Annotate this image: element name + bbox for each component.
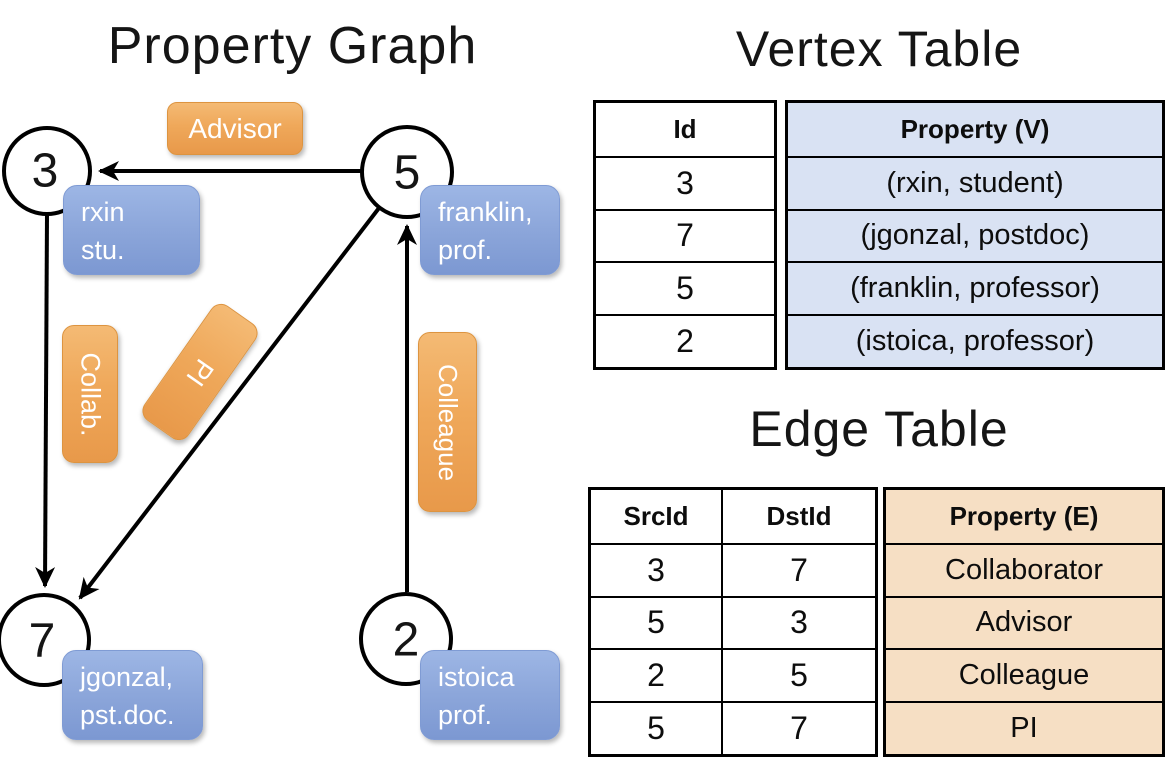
edge-table-srcid-cell: 3 xyxy=(591,542,723,596)
edge-table-srcid-cell: 2 xyxy=(591,648,723,702)
edge-label-advisor-text: Advisor xyxy=(188,112,282,144)
node-7-property-line1: jgonzal, xyxy=(80,662,174,692)
edge-table-srcid-cell: 5 xyxy=(591,701,723,754)
edge-label-collab-text: Collab. xyxy=(75,351,106,437)
edge-table-srcid-header: SrcId xyxy=(591,490,723,543)
node-5-property-line2: prof. xyxy=(438,235,493,265)
vertex-table-title: Vertex Table xyxy=(735,21,1023,77)
edge-table-title: Edge Table xyxy=(749,401,1009,457)
node-5-id: 5 xyxy=(394,147,421,200)
edge-table-dstid-cell: 7 xyxy=(723,701,875,754)
graph-canvas: 3 5 7 2 xyxy=(0,125,454,687)
vertex-table-id-cell: 5 xyxy=(596,261,774,314)
vertex-table-property-column: Property (V) (rxin, student) (jgonzal, p… xyxy=(785,100,1165,370)
node-2-id: 2 xyxy=(393,614,420,667)
node-7-property-label: jgonzal, pst.doc. xyxy=(62,650,203,740)
node-3-property-label: rxin stu. xyxy=(63,185,200,275)
edge-table-dstid-cell: 7 xyxy=(723,542,875,596)
node-2-property-line1: istoica xyxy=(438,662,515,692)
node-3-property-line1: rxin xyxy=(81,197,125,227)
edge-table-dstid-header: DstId xyxy=(766,500,832,531)
edge-label-collab: Collab. xyxy=(62,325,118,463)
edge-table-property-cell: Advisor xyxy=(886,595,1162,649)
vertex-table-id-header: Id xyxy=(673,113,697,144)
node-3-property-line2: stu. xyxy=(81,235,125,265)
edge-label-colleague: Colleague xyxy=(418,332,477,512)
node-3-id: 3 xyxy=(32,145,59,198)
node-5-property-label: franklin, prof. xyxy=(420,185,560,275)
node-2-property-label: istoica prof. xyxy=(420,650,560,740)
edge-label-colleague-text: Colleague xyxy=(433,363,463,481)
node-7-property-line2: pst.doc. xyxy=(80,700,175,730)
vertex-table-property-cell: (jgonzal, postdoc) xyxy=(788,208,1162,262)
node-7-id: 7 xyxy=(29,615,56,668)
edge-table-property-cell: PI xyxy=(886,701,1162,754)
edge-3-to-7-collab xyxy=(35,213,56,588)
edge-5-to-7-pi xyxy=(78,206,381,600)
vertex-table-id-cell: 3 xyxy=(596,155,774,209)
edge-table-property-cell: Colleague xyxy=(886,648,1162,701)
edge-label-advisor: Advisor xyxy=(167,102,303,155)
vertex-table-id-cell: 2 xyxy=(596,314,774,367)
node-2-property-line2: prof. xyxy=(438,700,493,730)
vertex-table-id-cell: 7 xyxy=(596,208,774,262)
edge-table-property-column: Property (E) Collaborator Advisor Collea… xyxy=(883,487,1165,757)
edge-table-dstid-cell: 5 xyxy=(723,648,875,701)
edge-table-dstid-cell: 3 xyxy=(723,595,875,649)
vertex-table-property-header: Property (V) xyxy=(900,113,1050,144)
edge-label-pi-text: PI xyxy=(180,353,221,392)
edge-table-property-header: Property (E) xyxy=(949,500,1099,531)
vertex-table-property-cell: (rxin, student) xyxy=(788,155,1162,209)
vertex-table-property-cell: (franklin, professor) xyxy=(788,261,1162,314)
edge-table-srcid-cell: 5 xyxy=(591,595,723,649)
edge-table-id-columns: SrcId DstId 3 7 5 3 2 5 5 7 xyxy=(588,487,878,757)
vertex-table-property-cell: (istoica, professor) xyxy=(788,314,1162,367)
edge-table-property-cell: Collaborator xyxy=(886,542,1162,596)
property-graph-title: Property Graph xyxy=(107,17,478,75)
node-5-property-line1: franklin, xyxy=(438,197,533,227)
vertex-table-id-column: Id 3 7 5 2 xyxy=(593,100,777,370)
